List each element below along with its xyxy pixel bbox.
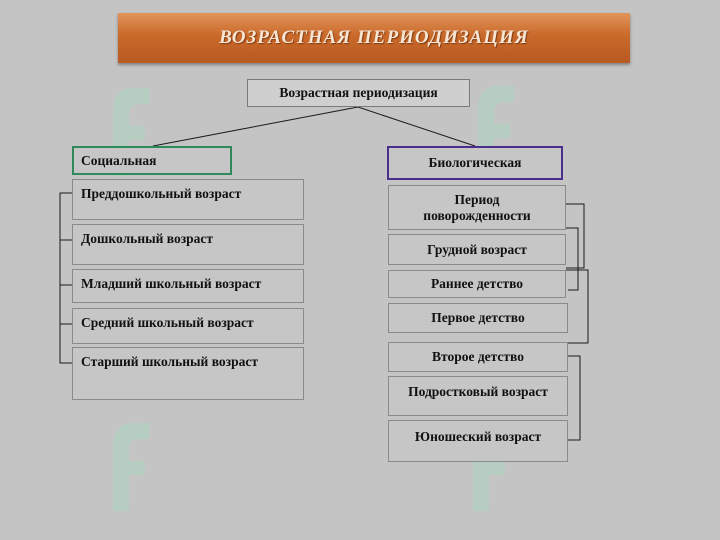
social-item-label: Старший школьный возраст xyxy=(81,354,258,369)
biological-item-label: Первое детство xyxy=(431,310,525,325)
biological-item: Раннее детство xyxy=(388,270,566,298)
biological-item: Второе детство xyxy=(388,342,568,372)
social-heading-label: Социальная xyxy=(81,152,157,168)
social-item: Дошкольный возраст xyxy=(72,224,304,265)
title-banner: ВОЗРАСТНАЯ ПЕРИОДИЗАЦИЯ xyxy=(118,13,630,63)
biological-item-label: Второе детство xyxy=(431,349,525,364)
biological-item: Юношеский возраст xyxy=(388,420,568,462)
biological-item-label: Период поворожденности xyxy=(423,191,531,223)
social-heading: Социальная xyxy=(72,146,232,175)
social-item: Средний школьный возраст xyxy=(72,308,304,344)
social-item: Старший школьный возраст xyxy=(72,347,304,400)
social-item-label: Дошкольный возраст xyxy=(81,231,214,246)
biological-item-label: Подростковый возраст xyxy=(408,384,548,399)
social-item-label: Преддошкольный возраст xyxy=(81,186,242,201)
root-label: Возрастная периодизация xyxy=(279,85,438,100)
page-title: ВОЗРАСТНАЯ ПЕРИОДИЗАЦИЯ xyxy=(219,27,529,48)
biological-item: Подростковый возраст xyxy=(388,376,568,416)
social-item-label: Младший школьный возраст xyxy=(81,276,262,291)
biological-item: Грудной возраст xyxy=(388,234,566,265)
biological-item-label: Раннее детство xyxy=(430,276,524,291)
watermark-logo xyxy=(113,423,149,511)
biological-heading-label: Биологическая xyxy=(428,155,522,170)
social-item-label: Средний школьный возраст xyxy=(81,315,254,330)
root-node: Возрастная периодизация xyxy=(247,79,470,107)
social-item: Преддошкольный возраст xyxy=(72,179,304,220)
biological-item: Период поворожденности xyxy=(388,185,566,230)
biological-item-label: Юношеский возраст xyxy=(414,429,542,444)
biological-heading: Биологическая xyxy=(387,146,563,180)
biological-item: Первое детство xyxy=(388,303,568,333)
social-item: Младший школьный возраст xyxy=(72,269,304,303)
biological-item-label: Грудной возраст xyxy=(427,241,527,257)
